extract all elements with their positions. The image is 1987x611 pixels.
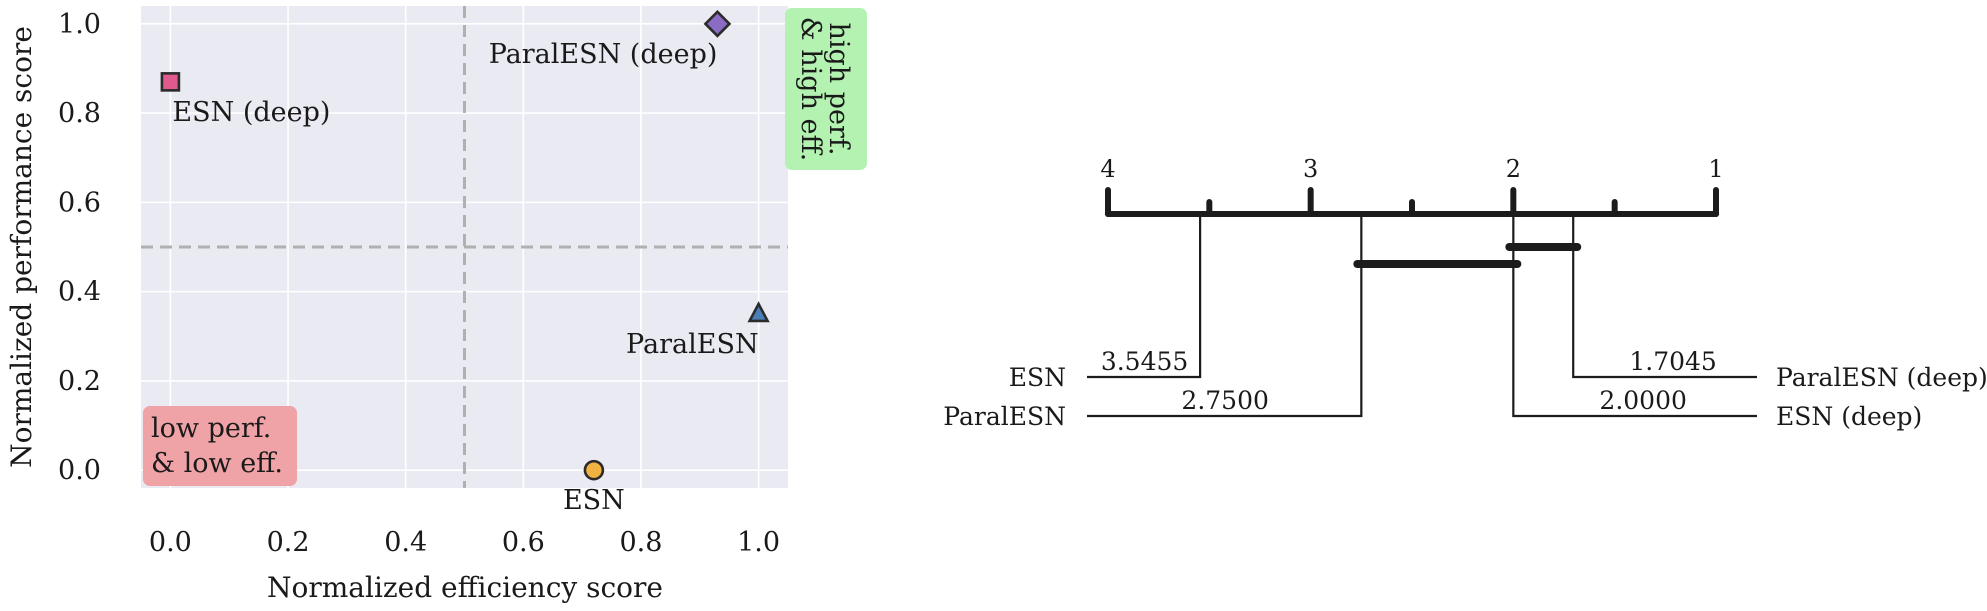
x-axis-label: Normalized efficiency score: [267, 571, 663, 604]
x-tick-label: 0.8: [619, 527, 662, 558]
quadrant-low-line-1: low perf.: [151, 413, 271, 444]
cd-connector-paralesn-deep: [1572, 214, 1757, 379]
point-esn: [583, 459, 605, 481]
cd-tick-label: 1: [1708, 155, 1723, 183]
y-tick-label: 0.0: [58, 455, 101, 486]
y-tick-labels: 0.0 0.2 0.4 0.6 0.8 1.0: [58, 9, 101, 486]
point-esn-deep: [160, 72, 181, 92]
y-tick-label: 0.6: [58, 187, 101, 218]
cd-tick-label: 2: [1506, 155, 1521, 183]
cd-tick-label: 3: [1303, 155, 1318, 183]
point-paralesn-deep: [703, 10, 732, 38]
cd-connector-paralesn: [1087, 214, 1363, 418]
cd-connector-esn: [1087, 214, 1202, 379]
point-label-esn-deep: ESN (deep): [172, 97, 330, 128]
y-axis-label: Normalized performance score: [5, 26, 38, 468]
cd-rank-value: 3.5455: [1101, 347, 1188, 376]
quadrant-high-box: [785, 8, 867, 170]
cd-method-esn: ESN: [1009, 363, 1066, 392]
cd-method-paralesn-deep: ParalESN (deep): [1776, 363, 1987, 392]
x-tick-label: 1.0: [737, 527, 780, 558]
quadrant-high-annotation: high perf. & high eff.: [785, 8, 867, 170]
cd-method-esn-deep: ESN (deep): [1776, 402, 1922, 431]
quadrant-high-line-2: & high eff.: [795, 17, 826, 162]
cd-rank-value: 2.0000: [1599, 386, 1686, 415]
quadrant-high-line-1: high perf.: [823, 22, 854, 155]
quadrant-low-line-2: & low eff.: [151, 448, 283, 479]
data-points: ESN ESN (deep) ParalESN ParalESN (deep): [160, 10, 770, 516]
quadrant-low-annotation: low perf. & low eff.: [143, 406, 297, 486]
cd-rank-value: 1.7045: [1629, 347, 1716, 376]
scatter-chart: high perf. & high eff. low perf. & low e…: [5, 6, 867, 604]
x-tick-label: 0.0: [149, 527, 192, 558]
x-tick-labels: 0.0 0.2 0.4 0.6 0.8 1.0: [149, 527, 780, 558]
cd-connector-esn-deep: [1512, 214, 1757, 418]
cd-method-paralesn: ParalESN: [943, 402, 1066, 431]
y-tick-label: 1.0: [58, 9, 101, 40]
quadrant-low-box: [143, 406, 297, 486]
point-label-paralesn: ParalESN: [626, 329, 759, 360]
reference-lines: [141, 6, 788, 488]
x-tick-label: 0.6: [502, 527, 545, 558]
y-tick-label: 0.4: [58, 277, 101, 308]
x-tick-label: 0.2: [267, 527, 310, 558]
point-label-esn: ESN: [563, 485, 625, 516]
point-label-paralesn-deep: ParalESN (deep): [489, 39, 718, 70]
y-tick-label: 0.2: [58, 366, 101, 397]
point-paralesn: [747, 301, 770, 323]
cd-rank-value: 2.7500: [1181, 386, 1268, 415]
x-tick-label: 0.4: [384, 527, 427, 558]
cd-tick-label: 4: [1100, 155, 1115, 183]
y-tick-label: 0.8: [58, 98, 101, 129]
